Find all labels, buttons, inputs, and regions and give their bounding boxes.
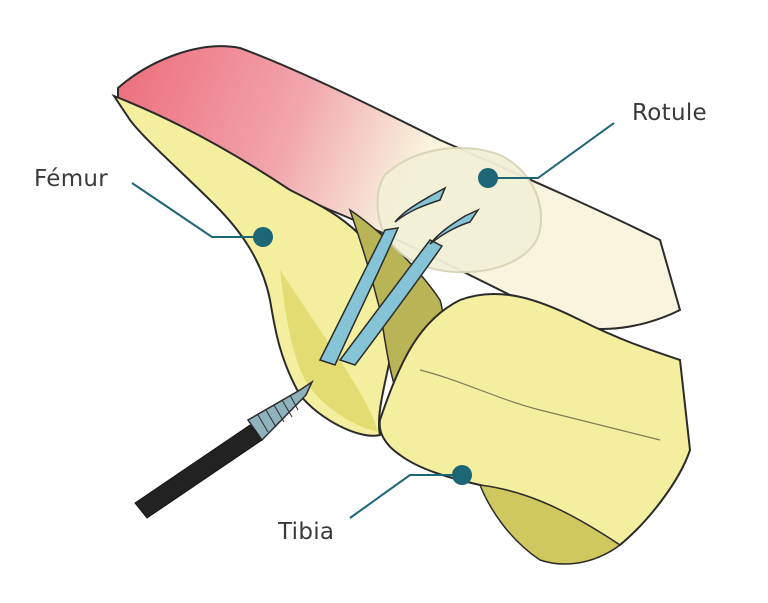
tibia-shadow xyxy=(478,484,622,565)
graft-tendon-2 xyxy=(338,239,444,366)
screw-threads xyxy=(257,394,299,433)
arthroscope-shaft xyxy=(134,424,263,519)
graft-tip-2 xyxy=(429,208,481,245)
patella-bone xyxy=(376,146,542,274)
graft-tendon-icon xyxy=(318,227,400,366)
tibia-callout xyxy=(349,465,472,519)
rotule-callout xyxy=(478,122,615,188)
graft-tip-1 xyxy=(394,186,447,223)
tibia-plateau-line xyxy=(419,369,661,441)
label-femur: Fémur xyxy=(34,166,109,192)
label-tibia: Tibia xyxy=(278,519,335,545)
interference-screw-icon xyxy=(246,379,314,442)
label-rotule: Rotule xyxy=(632,100,707,126)
tibia-bone xyxy=(378,292,692,547)
femur-callout xyxy=(131,182,273,247)
